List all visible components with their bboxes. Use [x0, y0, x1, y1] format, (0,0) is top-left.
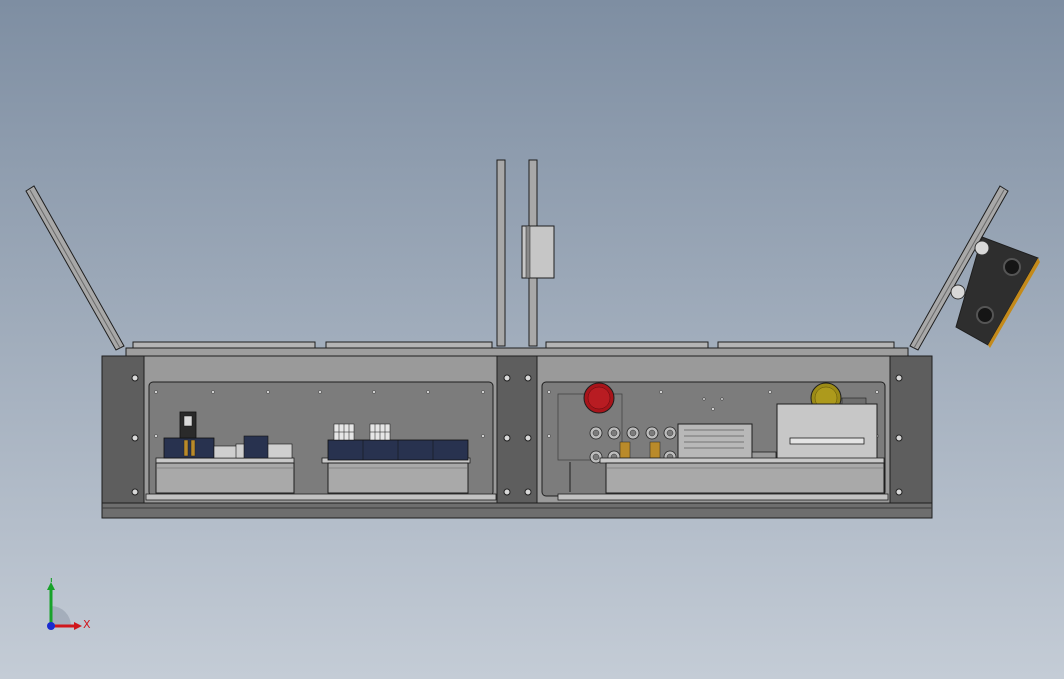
terminal-block — [163, 437, 215, 459]
center-lid-left[interactable] — [496, 159, 506, 347]
center-lid-right[interactable] — [521, 159, 555, 347]
triad-y-label: Y — [47, 578, 55, 585]
din-rail — [599, 457, 885, 464]
enclosure-base-rail — [101, 502, 933, 519]
right-lid[interactable] — [909, 185, 1009, 351]
post-center — [496, 355, 538, 504]
control-device-box — [776, 403, 878, 461]
post-right — [889, 355, 933, 504]
post-left — [101, 355, 145, 504]
gland-hole-icon — [976, 306, 994, 324]
enclosure-floor — [145, 493, 497, 501]
cable-duct — [155, 462, 295, 494]
triad-x-label: X — [83, 618, 91, 631]
din-rail — [155, 457, 295, 464]
gland-hole-icon — [1003, 258, 1021, 276]
cable-duct — [327, 462, 469, 494]
left-backplate[interactable] — [148, 381, 494, 497]
gland-nut-icon — [950, 284, 966, 300]
gland-nut-icon — [974, 240, 990, 256]
power-module — [677, 423, 753, 463]
cable-duct — [605, 462, 885, 494]
left-lid[interactable] — [25, 185, 125, 351]
right-backplate[interactable] — [541, 381, 886, 497]
orientation-triad[interactable]: Y X — [38, 578, 98, 638]
triad-z-axis — [47, 622, 55, 630]
enclosure-floor — [557, 493, 889, 501]
triad-arc — [51, 606, 71, 626]
cable-gland-box[interactable] — [950, 236, 1040, 348]
